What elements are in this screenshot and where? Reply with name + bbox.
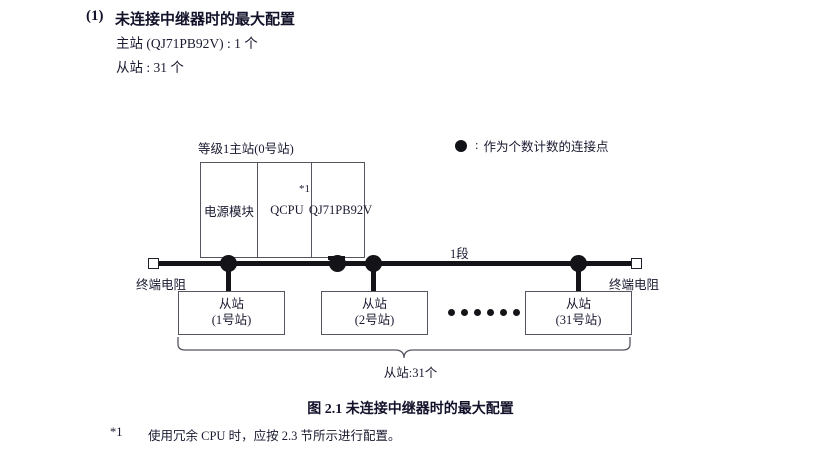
slave-station-box: 从站 (31号站) — [525, 291, 632, 335]
network-module-label-line2: PB92V — [335, 202, 373, 217]
page-title: 未连接中继器时的最大配置 — [115, 12, 296, 28]
bus-trunk-line — [152, 261, 637, 266]
spec-master-count: 主站 (QJ71PB92V) : 1 个 — [116, 36, 258, 51]
slave-station-number: (2号站) — [354, 313, 395, 327]
ellipsis-dots-icon — [448, 309, 520, 316]
slave-station-title: 从站 — [218, 297, 244, 312]
terminator-square-right — [631, 258, 642, 269]
segment-label: 1段 — [450, 247, 469, 261]
footnote: *1 使用冗余 CPU 时，应按 2.3 节所示进行配置。 — [110, 425, 400, 444]
power-module-label: 电源模块 — [203, 204, 254, 219]
section-number: (1) — [86, 8, 104, 24]
ellipsis-dot — [487, 309, 494, 316]
ellipsis-dot — [474, 309, 481, 316]
slave-drop-line — [576, 263, 581, 291]
legend-label: 作为个数计数的连接点 — [483, 140, 609, 154]
legend-colon: : — [475, 138, 479, 152]
connection-point-dot — [329, 255, 346, 272]
figure-caption: 图 2.1 未连接中继器时的最大配置 — [307, 402, 514, 417]
network-module-label-line1: QJ71 — [308, 202, 336, 217]
filled-circle-icon — [455, 139, 467, 152]
cpu-footnote-marker: *1 — [299, 183, 310, 195]
terminator-label-right: 终端电阻 — [609, 278, 660, 292]
network-module-box: QJ71 PB92V — [308, 163, 372, 257]
legend: : 作为个数计数的连接点 — [455, 136, 609, 155]
slave-station-box: 从站 (1号站) — [178, 291, 285, 335]
slave-drop-line — [371, 263, 376, 291]
slave-station-box: 从站 (2号站) — [321, 291, 428, 335]
cpu-module-box: QCPU *1 — [257, 163, 312, 257]
cpu-module-label: QCPU — [270, 202, 304, 217]
ellipsis-dot — [500, 309, 507, 316]
slave-drop-line — [226, 263, 231, 291]
slave-range-brace — [176, 337, 632, 359]
power-module-box: 电源模块 — [201, 163, 258, 257]
spec-slave-count: 从站 : 31 个 — [116, 60, 184, 75]
slave-station-title: 从站 — [361, 297, 387, 312]
master-station-group-label: 等级1主站(0号站) — [198, 142, 294, 156]
footnote-marker: *1 — [110, 425, 123, 439]
slave-total-label: 从站:31个 — [383, 366, 438, 380]
slave-station-number: (31号站) — [555, 313, 602, 327]
terminator-square-left — [148, 258, 159, 269]
ellipsis-dot — [448, 309, 455, 316]
terminator-label-left: 终端电阻 — [136, 278, 187, 292]
ellipsis-dot — [461, 309, 468, 316]
footnote-text: 使用冗余 CPU 时，应按 2.3 节所示进行配置。 — [148, 429, 401, 443]
master-station-rack: 电源模块 QCPU *1 QJ71 PB92V — [200, 162, 372, 258]
ellipsis-dot — [513, 309, 520, 316]
slave-station-number: (1号站) — [211, 313, 252, 327]
slave-station-title: 从站 — [565, 297, 591, 312]
